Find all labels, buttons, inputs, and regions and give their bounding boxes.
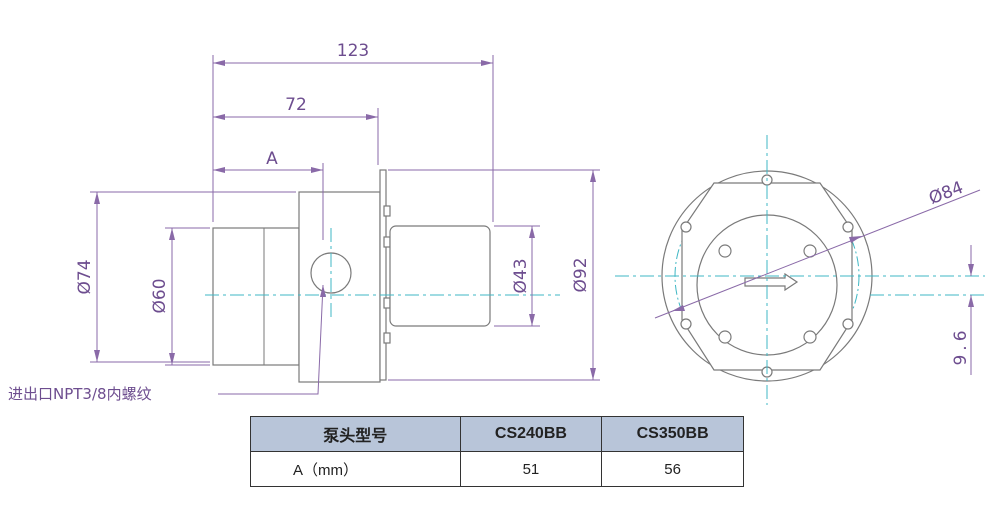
port-note: 进出口NPT3/8内螺纹: [8, 284, 326, 403]
dim-123-label: 123: [337, 41, 369, 61]
header-cs350bb: CS350BB: [601, 416, 744, 452]
header-cs240bb: CS240BB: [459, 416, 603, 452]
dim-123: 123: [212, 41, 494, 222]
table-row: A（mm） 51 56: [250, 451, 744, 487]
dim-92-label: Ø92: [571, 257, 591, 292]
dim-43-label: Ø43: [511, 258, 531, 293]
dim-a: A: [213, 149, 324, 240]
flange-bolts: [383, 205, 391, 344]
direction-arrow-icon: [744, 272, 799, 292]
dim-9-6: 9.6: [951, 245, 974, 375]
flange-plate: [379, 169, 387, 381]
side-view: [205, 169, 560, 383]
dim-74: Ø74: [75, 191, 296, 363]
head-bolts: [718, 244, 817, 344]
rear-body: [212, 227, 300, 366]
row-label-a: A（mm）: [250, 451, 461, 487]
dim-92: Ø92: [388, 169, 600, 381]
cell-cs350bb-a: 56: [601, 451, 744, 487]
header-model: 泵头型号: [250, 416, 461, 452]
dim-43: Ø43: [494, 225, 540, 327]
dim-84-label: Ø84: [926, 178, 966, 209]
dim-72: 72: [213, 95, 379, 165]
dim-a-label: A: [266, 149, 278, 169]
dim-60: Ø60: [150, 227, 210, 366]
front-cylinder: [389, 225, 491, 327]
cell-cs240bb-a: 51: [459, 451, 603, 487]
table-header-row: 泵头型号 CS240BB CS350BB: [250, 416, 744, 452]
dim-60-label: Ø60: [150, 278, 170, 313]
dim-74-label: Ø74: [75, 259, 95, 294]
spec-table: 泵头型号 CS240BB CS350BB A（mm） 51 56: [250, 416, 744, 487]
dim-9-6-label: 9.6: [951, 326, 971, 365]
dim-72-label: 72: [285, 95, 307, 115]
front-view: [615, 135, 985, 405]
port-note-label: 进出口NPT3/8内螺纹: [8, 385, 152, 403]
